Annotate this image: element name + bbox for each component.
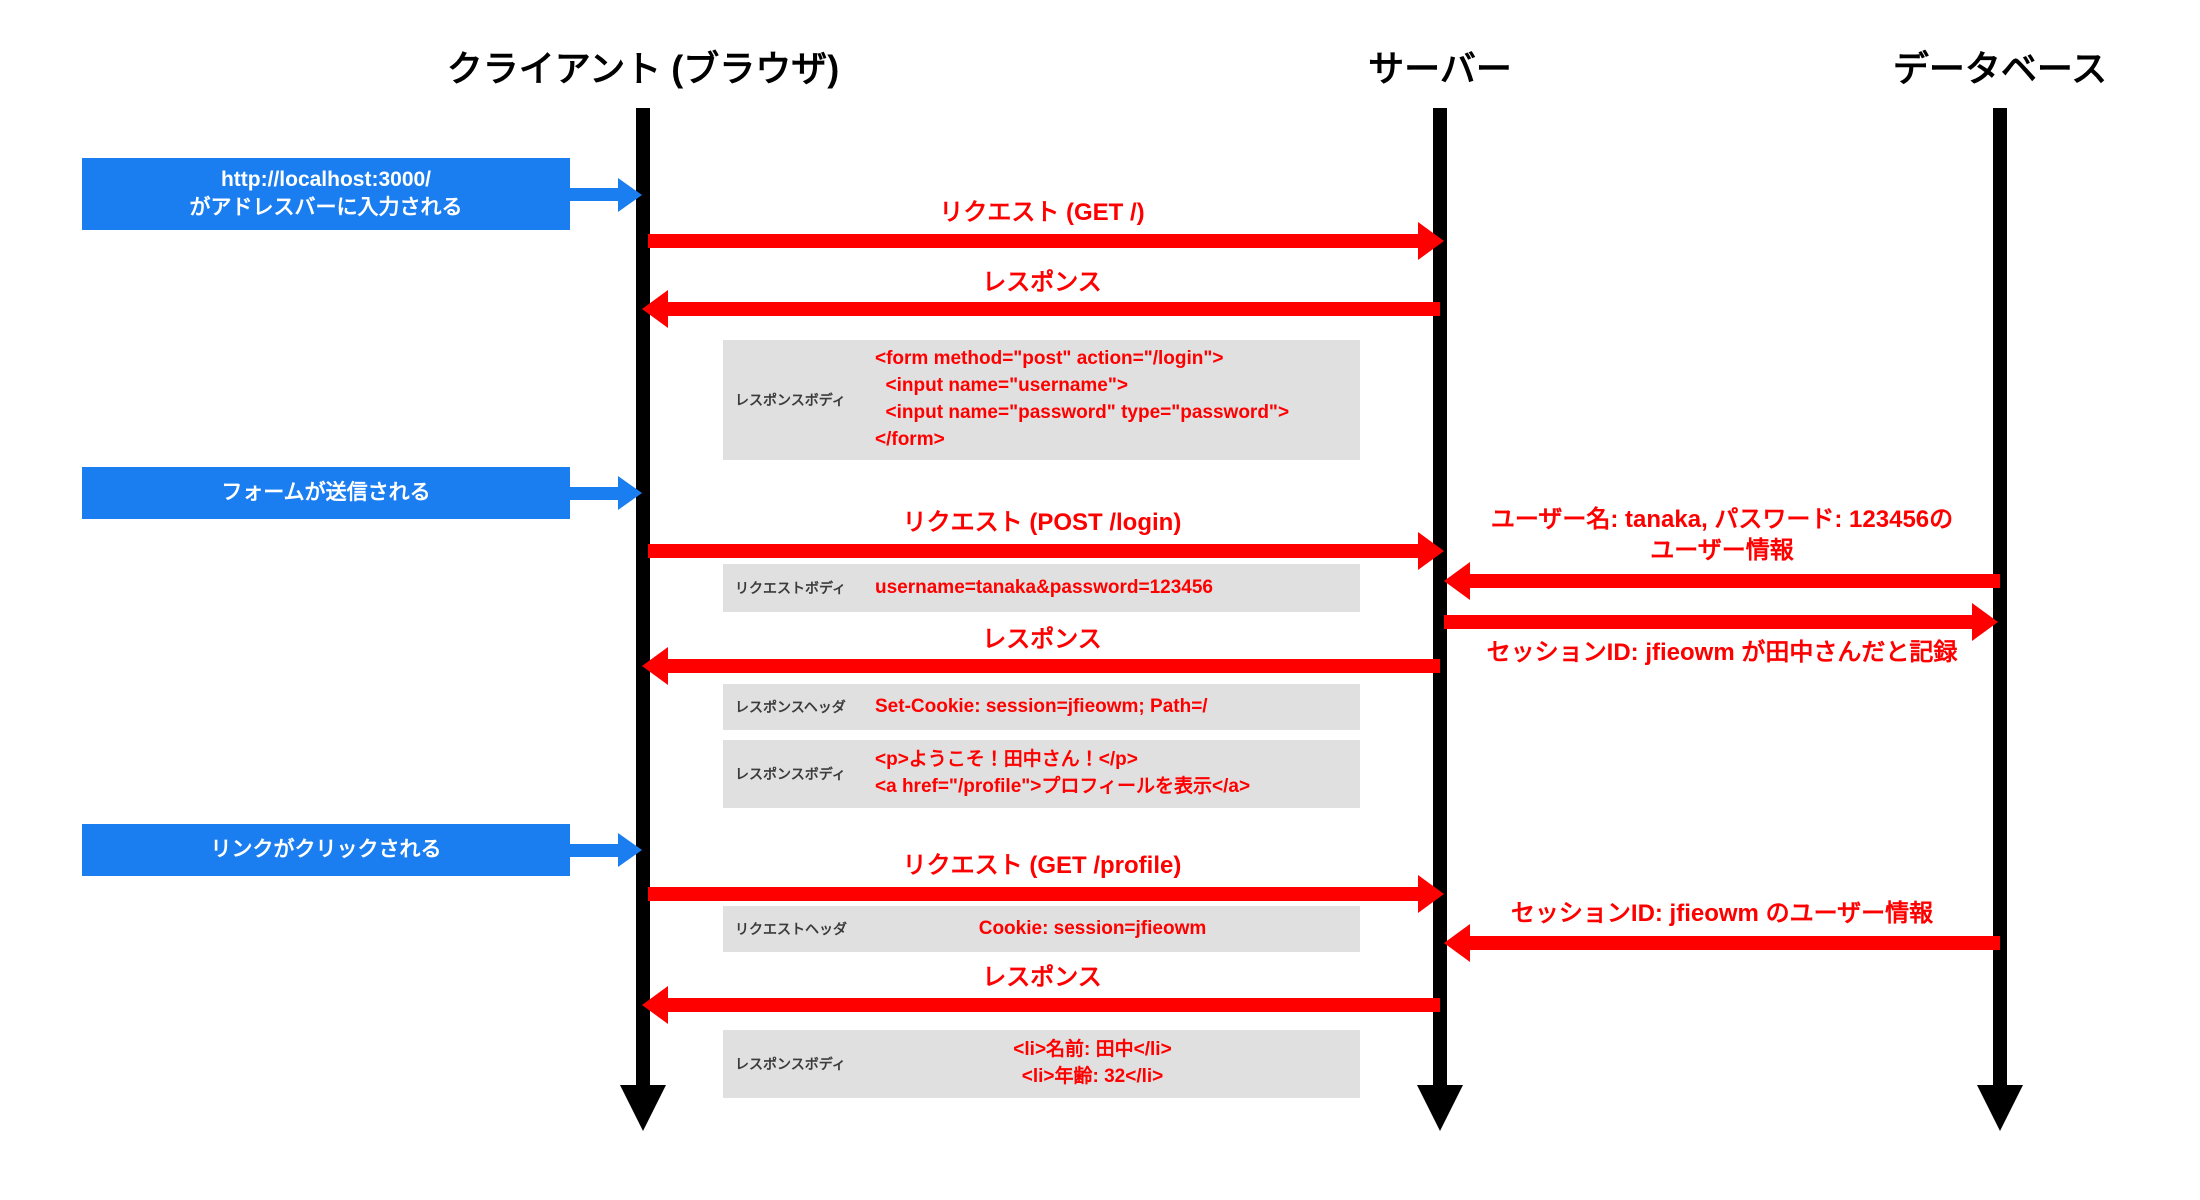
payload-label-request-header-cookie: リクエストヘッダ: [735, 921, 847, 937]
actor-title-database: データベース: [1892, 48, 2108, 89]
lifeline-client-endcap: [620, 1085, 666, 1131]
external-event-form-submitted: フォームが送信される: [82, 467, 570, 519]
message-arrowhead-db-query-session: [1444, 924, 1470, 962]
external-event-url-entered-arrow-shaft: [570, 188, 620, 201]
payload-code-request-body-credentials: username=tanaka&password=123456: [875, 576, 1213, 598]
payload-code-request-header-cookie: Cookie: session=jfieowm: [978, 917, 1207, 939]
message-arrowhead-req-get-profile: [1418, 875, 1444, 913]
message-label-req-get-profile: リクエスト (GET /profile): [902, 852, 1182, 879]
external-event-form-submitted-line1: フォームが送信される: [221, 481, 431, 505]
payload-response-body-welcome: レスポンスボディ <p>ようこそ！田中さん！</p> <a href="/pro…: [723, 740, 1360, 808]
payload-request-body-credentials: リクエストボディ username=tanaka&password=123456: [723, 564, 1360, 612]
message-shaft-db-query-session: [1470, 936, 2000, 950]
message-arrowhead-res-profile: [642, 986, 668, 1024]
message-shaft-res-login: [668, 659, 1440, 673]
message-label-db-query-credentials: ユーザー名: tanaka, パスワード: 123456の ユーザー情報: [1462, 505, 1982, 566]
message-label-db-query-credentials-line1: ユーザー名: tanaka, パスワード: 123456の: [1490, 506, 1954, 533]
external-event-form-submitted-arrow-shaft: [570, 487, 620, 500]
message-label-db-query-credentials-line2: ユーザー情報: [1650, 536, 1794, 564]
lifeline-server-endcap: [1417, 1085, 1463, 1131]
message-shaft-req-get-profile: [648, 887, 1420, 901]
external-event-url-entered-arrow-head: [618, 178, 642, 212]
message-arrowhead-req-post-login: [1418, 532, 1444, 570]
message-shaft-req-get-root: [648, 234, 1420, 248]
message-label-req-post-login: リクエスト (POST /login): [902, 509, 1182, 536]
payload-label-response-body-welcome: レスポンスボディ: [735, 766, 846, 782]
lifeline-database: [1993, 108, 2007, 1093]
message-shaft-req-post-login: [648, 544, 1420, 558]
message-arrowhead-res-login: [642, 647, 668, 685]
message-label-req-get-root: リクエスト (GET /): [939, 199, 1145, 226]
payload-code-response-header-set-cookie: Set-Cookie: session=jfieowm; Path=/: [875, 695, 1208, 717]
message-arrowhead-req-get-root: [1418, 222, 1444, 260]
message-shaft-res-profile: [668, 998, 1440, 1012]
payload-request-header-cookie: リクエストヘッダ Cookie: session=jfieowm: [723, 906, 1360, 952]
message-shaft-db-store-session: [1444, 615, 1974, 629]
payload-response-body-profile: レスポンスボディ <li>名前: 田中</li> <li>年齢: 32</li>: [723, 1030, 1360, 1098]
message-label-db-store-session: セッションID: jfieowm が田中さんだと記録: [1486, 639, 1958, 666]
lifeline-database-endcap: [1977, 1085, 2023, 1131]
payload-response-header-set-cookie: レスポンスヘッダ Set-Cookie: session=jfieowm; Pa…: [723, 684, 1360, 730]
lifeline-client: [636, 108, 650, 1093]
external-event-link-clicked-arrow-head: [618, 833, 642, 867]
message-label-db-query-session: セッションID: jfieowm のユーザー情報: [1510, 900, 1934, 927]
message-shaft-db-query-credentials: [1470, 574, 2000, 588]
payload-code-response-body-welcome: <p>ようこそ！田中さん！</p> <a href="/profile">プロフ…: [875, 749, 1251, 797]
message-arrowhead-res-root: [642, 290, 668, 328]
external-event-link-clicked-arrow-shaft: [570, 844, 620, 857]
actor-title-server: サーバー: [1368, 48, 1512, 89]
external-event-url-entered-line2: がアドレスバーに入力される: [189, 196, 463, 219]
payload-label-request-body-credentials: リクエストボディ: [735, 580, 847, 596]
external-event-link-clicked-line1: リンクがクリックされる: [210, 838, 442, 862]
message-arrowhead-db-query-credentials: [1444, 562, 1470, 600]
external-event-link-clicked: リンクがクリックされる: [82, 824, 570, 876]
external-event-form-submitted-arrow-head: [618, 476, 642, 510]
message-label-res-root: レスポンス: [982, 269, 1102, 296]
message-shaft-res-root: [668, 302, 1440, 316]
payload-code-response-body-profile: <li>名前: 田中</li> <li>年齢: 32</li>: [1013, 1039, 1172, 1087]
actor-title-client: クライアント (ブラウザ): [446, 48, 840, 89]
payload-code-response-body-login-form: <form method="post" action="/login"> <in…: [875, 348, 1290, 450]
payload-label-response-body-profile: レスポンスボディ: [735, 1056, 846, 1072]
payload-label-response-body-login-form: レスポンスボディ: [735, 392, 846, 408]
payload-response-body-login-form: レスポンスボディ <form method="post" action="/lo…: [723, 340, 1360, 460]
external-event-url-entered: http://localhost:3000/ がアドレスバーに入力される: [82, 158, 570, 230]
lifeline-server: [1433, 108, 1447, 1093]
external-event-url-entered-line1: http://localhost:3000/: [220, 168, 432, 192]
message-label-res-login: レスポンス: [982, 626, 1102, 653]
message-label-res-profile: レスポンス: [982, 964, 1102, 991]
message-arrowhead-db-store-session: [1972, 603, 1998, 641]
payload-label-response-header-set-cookie: レスポンスヘッダ: [735, 699, 846, 715]
